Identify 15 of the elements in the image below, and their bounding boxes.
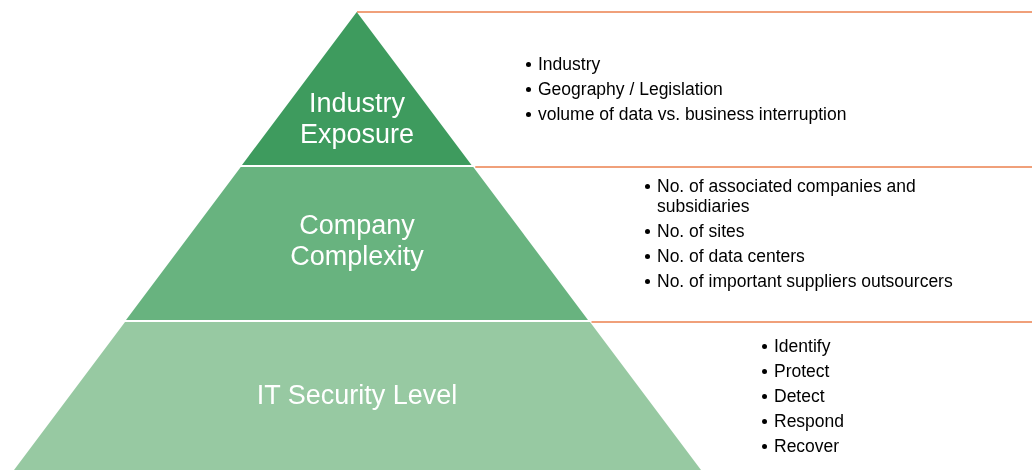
bullet-item: Respond	[761, 411, 1021, 431]
bullet-item: Identify	[761, 336, 1021, 356]
bullet-item: Industry	[525, 54, 985, 74]
bullet-item: No. of sites	[644, 221, 974, 241]
bullet-item: No. of associated companies and subsidiaries	[644, 176, 974, 216]
bullet-item: Protect	[761, 361, 1021, 381]
bullet-item: Geography / Legislation	[525, 79, 985, 99]
bullet-item: Detect	[761, 386, 1021, 406]
tier-title: IT Security Level	[256, 380, 458, 412]
tier-title: Industry Exposure	[298, 88, 416, 151]
bullet-item: No. of important suppliers outsourcers	[644, 271, 974, 291]
tier-title: Company Complexity	[289, 210, 425, 273]
bullet-item: Recover	[761, 436, 1021, 456]
bullet-item: No. of data centers	[644, 246, 974, 266]
bullet-item: volume of data vs. business interruption	[525, 104, 985, 124]
